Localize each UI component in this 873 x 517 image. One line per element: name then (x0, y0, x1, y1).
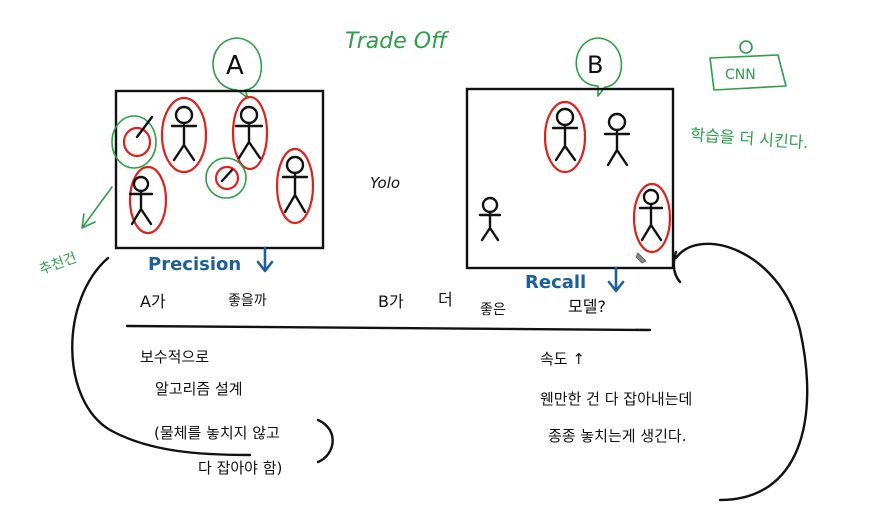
question-good: 좋은 (480, 302, 506, 318)
question-more: 더 (438, 290, 453, 309)
person-figure (603, 112, 631, 167)
detection-circle (632, 182, 672, 254)
panel-a-metric-arrow (256, 246, 274, 273)
panel-a-label: A (226, 51, 244, 81)
cnn-note-box (709, 54, 787, 91)
annotation-circle (205, 157, 247, 199)
question-a-good: 좋을까 (228, 293, 267, 309)
detection-circle (231, 95, 269, 171)
panel-b-label: B (587, 51, 603, 79)
panel-a-label-bubble (212, 37, 263, 99)
small-check-mark (220, 168, 234, 183)
note-right-line: 웬만한 건 다 잡아내는데 (540, 390, 692, 408)
note-right-line: 속도 ↑ (540, 350, 585, 368)
detection-circle (122, 126, 152, 158)
panel-b-frame (465, 87, 675, 270)
question-model: 모델? (568, 297, 606, 316)
middle-note-yolo: Yolo (370, 174, 400, 192)
detection-circle (128, 165, 168, 235)
panel-b: B Recall (465, 37, 675, 293)
annotation-circle (111, 115, 157, 169)
cnn-note-text: CNN (725, 67, 756, 83)
detection-circle (275, 147, 315, 225)
cnn-note: CNN (709, 40, 787, 91)
person-figure (638, 188, 664, 242)
person-figure (281, 155, 309, 214)
person-figure (170, 105, 198, 162)
note-right-line: 종종 놓치는게 생긴다. (548, 427, 687, 445)
divider-line (125, 324, 652, 332)
panel-a-metric: Precision (148, 254, 241, 275)
person-figure (128, 175, 154, 226)
person-figure (234, 105, 264, 160)
panel-a: A Precision 추천건 (37, 37, 325, 278)
connector-curve (71, 256, 252, 457)
annotation-arrow (81, 186, 113, 229)
train-note: 학습을 더 시킨다. (690, 125, 809, 152)
bracket-curve (316, 418, 334, 464)
pin-icon (739, 40, 753, 54)
question-line: A가 좋을까 B가 더 좋은 모델? (125, 290, 652, 332)
detection-circle (160, 96, 208, 174)
note-left-line: 다 잡아야 함) (198, 459, 282, 477)
detection-circle (543, 100, 587, 174)
person-figure (478, 196, 502, 242)
panel-b-metric-arrow (607, 266, 625, 293)
panel-a-frame (114, 89, 325, 250)
detection-circle (214, 165, 240, 191)
panel-b-metric: Recall (525, 272, 586, 293)
pencil-cursor-icon (635, 252, 647, 264)
connector-curve (674, 242, 809, 502)
notes-left: 보수적으로 알고리즘 설계 (물체를 놓치지 않고 다 잡아야 함) (71, 256, 334, 477)
note-left-line: (물체를 놓치지 않고 (154, 424, 280, 442)
person-figure (551, 107, 579, 162)
connector-curve (672, 250, 682, 284)
notes-right: 속도 ↑ 웬만한 건 다 잡아내는데 종종 놓치는게 생긴다. (540, 242, 809, 502)
small-check-mark (135, 115, 154, 139)
note-left-line: 알고리즘 설계 (155, 380, 243, 398)
question-b-text: B가 (378, 292, 404, 311)
note-left-line: 보수적으로 (140, 348, 209, 366)
panel-a-side-note: 추천건 (37, 250, 79, 278)
panel-b-label-bubble (575, 37, 623, 97)
title-trade-off: Trade Off (345, 29, 449, 54)
question-a-text: A가 (140, 292, 166, 311)
